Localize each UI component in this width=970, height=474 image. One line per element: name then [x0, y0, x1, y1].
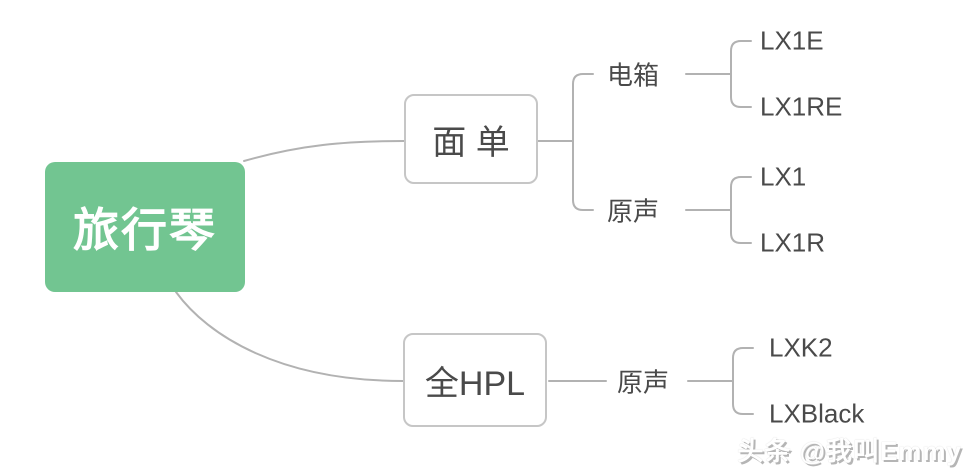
- leaf-label-lx1: LX1: [760, 161, 807, 192]
- watermark-toutiao-author: 头条 @我叫Emmy: [737, 436, 962, 466]
- sub-branch-label-electric: 电箱: [607, 60, 660, 91]
- leaf-label-lx1re: LX1RE: [760, 91, 843, 122]
- bracket-yuansheng-top-children: [730, 176, 752, 244]
- sub-branch-label-acoustic-top: 原声: [607, 196, 660, 227]
- root-node-travel-guitar: 旅行琴: [45, 162, 245, 292]
- leaf-label-lxblack: LXBlack: [769, 398, 865, 429]
- bracket-miandan-children: [572, 73, 594, 211]
- bracket-dianxiang-children: [730, 40, 752, 108]
- bracket-yuansheng-bottom-children: [732, 347, 754, 415]
- branch-node-full-hpl: 全HPL: [403, 333, 547, 427]
- leaf-label-lxk2: LXK2: [769, 332, 833, 363]
- branch-node-solid-top: 面 单: [404, 94, 538, 184]
- connector-root-to-hpl: [175, 291, 404, 382]
- leaf-label-lx1e: LX1E: [760, 25, 824, 56]
- leaf-label-lx1r: LX1R: [760, 227, 826, 258]
- sub-branch-label-acoustic-bottom: 原声: [617, 367, 670, 398]
- connector-root-to-miandan: [243, 140, 405, 162]
